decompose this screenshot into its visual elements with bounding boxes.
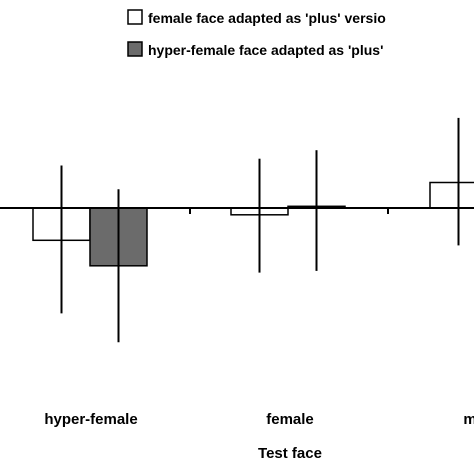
bars-layer (32, 181, 474, 267)
category-label-2: m (463, 411, 474, 428)
axis-ticks (189, 208, 389, 214)
category-labels: hyper-female female m (44, 411, 474, 428)
category-label-1: female (266, 411, 314, 428)
legend-swatch-hyper-female (127, 41, 143, 57)
category-label-0: hyper-female (44, 411, 137, 428)
error-bars-layer (60, 117, 460, 343)
x-axis-title: Test face (258, 445, 322, 462)
legend-label-hyper-female: hyper-female face adapted as 'plus' (148, 42, 383, 58)
legend-label-female: female face adapted as 'plus' versio (148, 10, 386, 26)
legend-swatch-female (127, 9, 143, 25)
bar-series-0-m (429, 181, 474, 209)
legend: female face adapted as 'plus' versio hyp… (127, 9, 386, 58)
